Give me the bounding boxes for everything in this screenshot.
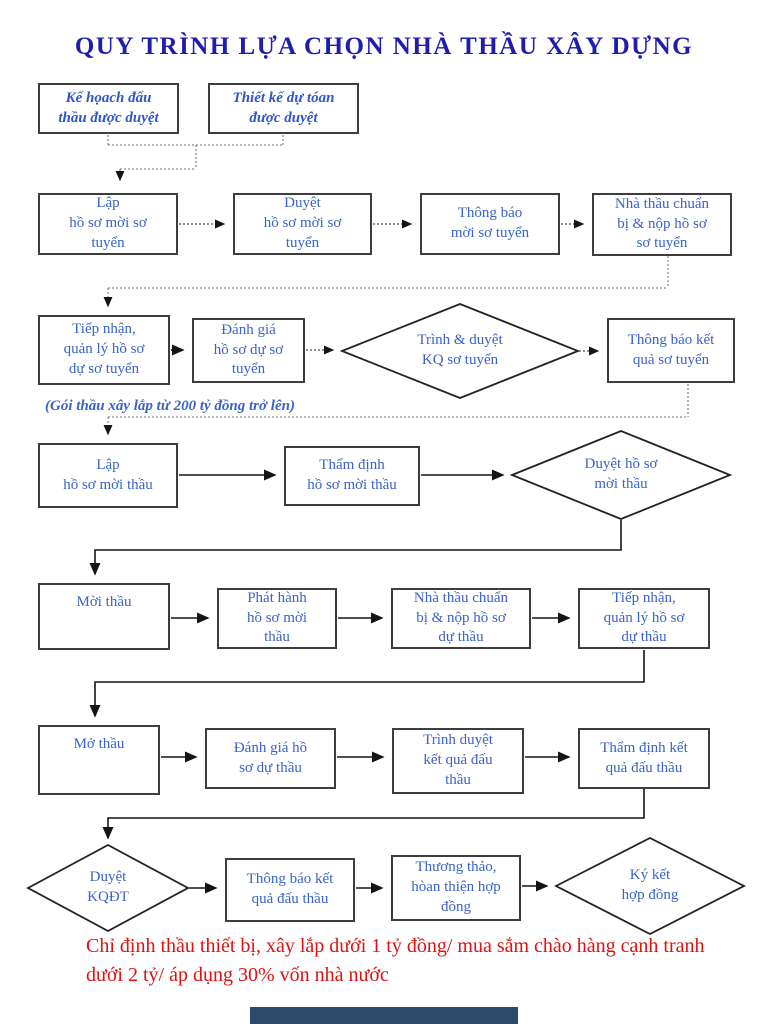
connector-bid-row3: [89, 469, 622, 576]
box-prepare-bid-docs: Lập hồ sơ mời thầu: [38, 443, 178, 508]
box-open-bids: Mở thầu: [38, 725, 160, 795]
box-submit-bid-results: Trình duyệt kết quả đấu thầu: [392, 728, 524, 794]
connector-row2-row3: [103, 384, 689, 436]
diamond-bid-docs-approval: [509, 430, 733, 520]
label-bid-docs-approval: Duyệt hồ sơ mời thầu: [584, 456, 658, 492]
connector-bid-row6: [189, 880, 549, 894]
diamond-result-approval: [26, 843, 190, 933]
diamond-contract-signing: [554, 836, 746, 936]
connector-bid-row4: [89, 612, 645, 718]
footer-note: Chỉ định thầu thiết bị, xây lắp dưới 1 t…: [86, 935, 705, 986]
box-receive-manage-bids: Tiếp nhận, quản lý hồ sơ dự thầu: [578, 588, 710, 649]
box-prepare-prequal-docs: Lập hồ sơ mời sơ tuyển: [38, 193, 178, 255]
box-evaluate-prequal: Đánh giá hồ sơ dự sơ tuyển: [192, 318, 305, 383]
connector-inputs-join: [107, 135, 284, 182]
box-approve-prequal-docs: Duyệt hồ sơ mời sơ tuyển: [233, 193, 372, 255]
box-appraise-bid-docs: Thẩm định hồ sơ mời thầu: [284, 446, 420, 506]
box-negotiate-contract: Thương thảo, hòan thiện hợp đồng: [391, 855, 521, 921]
bottom-bar: [250, 1007, 518, 1024]
connector-row1-row2: [103, 256, 669, 308]
box-announce-prequal-results: Thông báo kết quả sơ tuyển: [607, 318, 735, 383]
label-result-approval: Duyệt KQĐT: [87, 869, 129, 905]
label-prequal-approval: Trình & duyệt KQ sơ tuyển: [417, 332, 503, 368]
page-title: QUY TRÌNH LỰA CHỌN NHÀ THẦU XÂY DỰNG: [74, 33, 694, 60]
box-invite-bids: Mời thầu: [38, 583, 170, 650]
box-issue-bid-docs: Phát hành hồ sơ mời thầu: [217, 588, 337, 649]
input-box-plan-approved: Kế họach đấu thầu được duyệt: [38, 83, 179, 134]
connector-bid-row5: [102, 751, 645, 840]
box-announce-bid-results: Thông báo kết quả đấu thầu: [225, 858, 355, 922]
box-announce-prequal: Thông báo mời sơ tuyển: [420, 193, 560, 255]
connector-prequal-row2: [171, 344, 600, 356]
input-box-design-approved: Thiết kế dự tóan được duyệt: [208, 83, 359, 134]
box-appraise-bid-results: Thẩm định kết quả đấu thầu: [578, 728, 710, 789]
box-contractors-submit-bids: Nhà thầu chuẩn bị & nộp hồ sơ dự thầu: [391, 588, 531, 649]
box-receive-manage-prequal: Tiếp nhận, quản lý hồ sơ dự sơ tuyển: [38, 315, 170, 385]
box-evaluate-bids: Đánh giá hồ sơ dự thầu: [205, 728, 336, 789]
diamond-prequal-approval: [339, 303, 581, 399]
box-contractors-submit-prequal: Nhà thầu chuẩn bị & nộp hồ sơ sơ tuyển: [592, 193, 732, 256]
label-contract-signing: Ký kết hợp đồng: [621, 867, 679, 903]
scope-note: (Gói thầu xây lắp từ 200 tỷ đồng trở lên…: [45, 398, 295, 414]
